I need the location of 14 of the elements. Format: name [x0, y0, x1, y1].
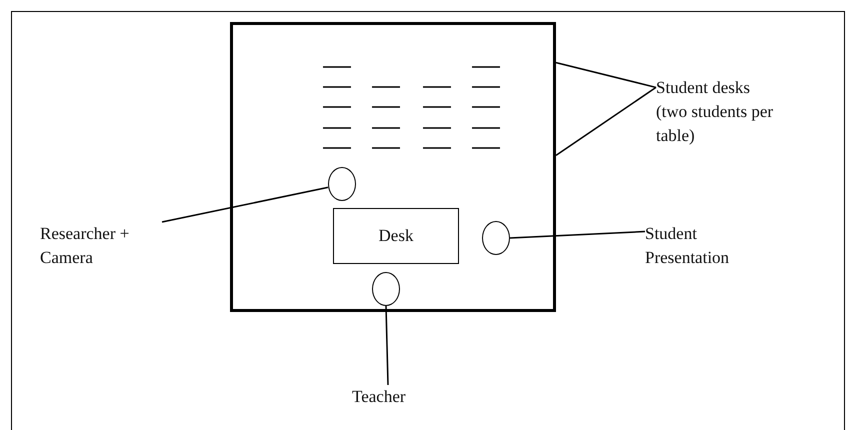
classroom-outline [230, 22, 556, 312]
leader-line [556, 86, 656, 156]
leader-line [385, 306, 389, 386]
callout-label: Teacher [352, 385, 432, 409]
callout-label: Student Presentation [645, 222, 763, 270]
leader-line [162, 186, 328, 223]
callout-label: Student desks (two students per table) [656, 76, 784, 148]
teacher-circle [372, 272, 400, 306]
researcher-circle [328, 167, 356, 201]
desk-box [333, 208, 459, 264]
leader-line [556, 62, 656, 88]
presenter-circle [482, 221, 510, 255]
callout-label: Researcher + Camera [40, 222, 170, 270]
desk-label: Desk [378, 225, 414, 248]
